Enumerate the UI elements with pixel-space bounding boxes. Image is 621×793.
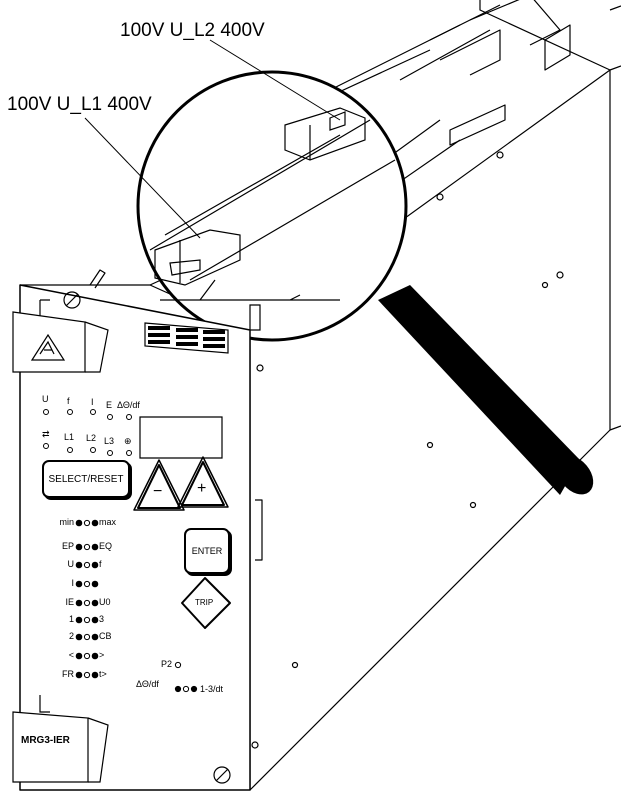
pair-label-left: 2 <box>68 631 74 641</box>
bottom-handle <box>12 711 89 783</box>
pair-label-right: CB <box>99 631 112 641</box>
led-label-switch: ⇄ <box>42 429 50 439</box>
led-on-dot <box>174 685 182 693</box>
esd-warning-icon <box>30 333 66 361</box>
led-label-f: f <box>67 396 70 406</box>
front-panel <box>19 284 251 791</box>
seg-logo <box>148 326 225 348</box>
chassis-hole-2 <box>436 193 444 201</box>
led-on-dot <box>75 671 83 679</box>
leader-line-l1 <box>84 117 201 239</box>
pair-label-left: EP <box>61 541 74 551</box>
led-off-dot <box>83 561 91 569</box>
pair-label-left: U <box>67 559 75 569</box>
pair-label-right: > <box>99 650 105 660</box>
pair-label-left: I <box>71 578 74 588</box>
trip-button-shape <box>181 577 231 629</box>
bottom-screw <box>213 766 231 784</box>
led-label-e: E <box>106 400 113 410</box>
led-off-dot <box>83 671 91 679</box>
led-on-dot <box>75 616 83 624</box>
screw-pin <box>89 269 106 289</box>
top-handle <box>12 311 86 373</box>
top-screw <box>63 291 81 309</box>
led-on-dot <box>75 519 83 527</box>
led-on-dot <box>91 616 99 624</box>
led-off-dot <box>83 652 91 660</box>
led-on-dot <box>75 599 83 607</box>
rear-connector <box>544 24 571 71</box>
led-off-dot <box>83 616 91 624</box>
select-reset-button[interactable]: SELECT/RESET <box>42 460 130 498</box>
delta-row-left-label: ΔΘ/df <box>136 679 159 689</box>
led-off-dot <box>83 580 91 588</box>
pair-label-right: t> <box>99 669 107 679</box>
chassis-side-panel <box>249 69 611 791</box>
pair-label-left: FR <box>62 669 74 679</box>
led-label-l3: L3 <box>104 436 115 446</box>
led-label-l2: L2 <box>86 433 97 443</box>
led-label-dtheta: ΔΘ/df <box>117 400 140 410</box>
callout-upper-label: 100V U_L2 400V <box>120 20 265 41</box>
led-off-dot <box>174 661 182 669</box>
led-on-dot <box>190 685 198 693</box>
led-grid <box>43 409 132 456</box>
trip-button[interactable]: TRIP <box>195 598 214 607</box>
led-on-dot <box>91 633 99 641</box>
callout-lower-label: 100V U_L1 400V <box>7 94 152 115</box>
led-label-l1: L1 <box>64 432 75 442</box>
led-off-dot <box>83 633 91 641</box>
jumper-l1 <box>154 229 241 286</box>
chassis-top-rear <box>479 0 611 71</box>
leader-line-l2 <box>209 39 341 121</box>
chassis-hole-3 <box>556 271 564 279</box>
pair-label-right: 3 <box>99 614 105 624</box>
led-off-dot <box>83 543 91 551</box>
led-on-dot <box>91 599 99 607</box>
led-on-dot <box>91 561 99 569</box>
plus-button[interactable]: + <box>197 480 207 497</box>
plus-button-shape <box>181 461 225 506</box>
led-on-dot <box>75 543 83 551</box>
led-off-dot <box>83 599 91 607</box>
led-on-dot <box>91 519 99 527</box>
magnifier <box>136 70 594 495</box>
led-on-dot <box>91 652 99 660</box>
led-on-dot <box>91 671 99 679</box>
led-on-dot <box>75 652 83 660</box>
enter-button[interactable]: ENTER <box>184 528 230 574</box>
pair-label-right: max <box>99 517 117 527</box>
delta-row-right-label: 1-3/dt <box>200 684 224 694</box>
minus-button[interactable]: − <box>153 483 163 500</box>
led-label-u: U <box>42 394 49 404</box>
led-on-dot <box>91 543 99 551</box>
p2-label: P2 <box>161 659 173 669</box>
pair-label-right: f <box>99 559 102 569</box>
pair-label-left: 1 <box>68 614 74 624</box>
led-off-dot <box>83 519 91 527</box>
led-on-dot <box>91 580 99 588</box>
led-on-dot <box>75 633 83 641</box>
indicator-dots <box>75 519 198 693</box>
lcd-display <box>139 416 223 459</box>
led-label-earth: ⊕ <box>124 436 132 446</box>
jumper-l2 <box>284 107 366 161</box>
pair-label-left: min <box>59 517 74 527</box>
led-on-dot <box>75 561 83 569</box>
model-label: MRG3-IER <box>21 735 70 746</box>
magnifier-handle <box>378 285 580 495</box>
minus-button-shape <box>137 464 181 509</box>
led-off-dot <box>182 685 190 693</box>
pair-label-left: IE <box>65 597 74 607</box>
pair-label-right: EQ <box>99 541 113 551</box>
chassis-hole-1 <box>496 151 504 159</box>
led-on-dot <box>75 580 83 588</box>
pair-label-right: U0 <box>99 597 111 607</box>
pair-label-left: < <box>68 650 74 660</box>
rear-bracket <box>439 29 501 76</box>
led-label-i: I <box>91 397 94 407</box>
